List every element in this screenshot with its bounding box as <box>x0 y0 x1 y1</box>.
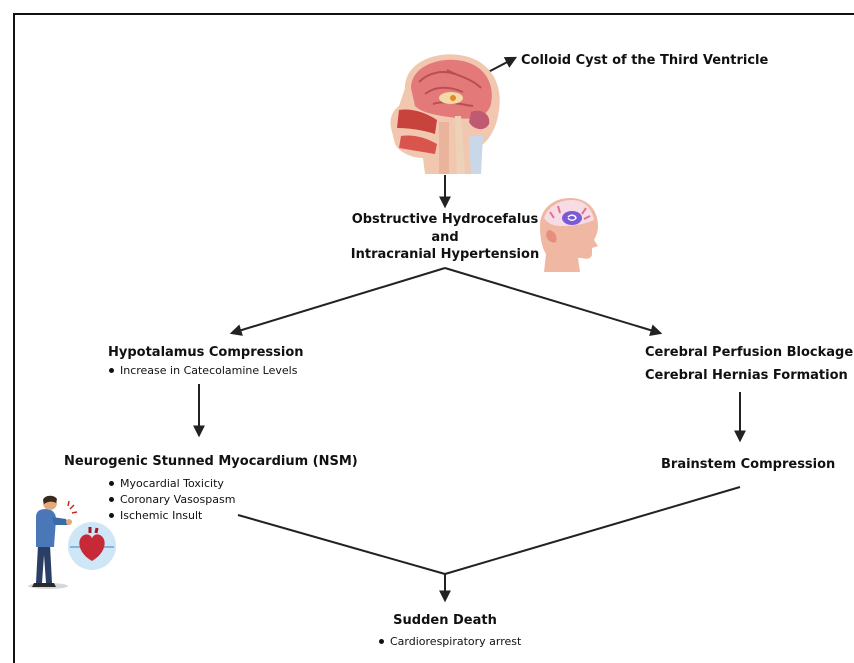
hypotalamus-bullet: Increase in Catecolamine Levels <box>108 363 297 379</box>
hydrocefalus-line1: Obstructive Hydrocefalus <box>351 212 539 227</box>
line-brainstem-to-death <box>444 486 741 575</box>
hypotalamus-title: Hypotalamus Compression <box>108 345 304 360</box>
sudden-death-bullet: Cardiorespiratory arrest <box>378 634 521 650</box>
colloid-cyst-label: Colloid Cyst of the Third Ventricle <box>521 53 769 68</box>
nsm-bullet: Ischemic Insult <box>108 508 235 524</box>
hypotalamus-bullets: Increase in Catecolamine Levels <box>108 363 297 379</box>
hydrocefalus-line3: Intracranial Hypertension <box>350 247 540 262</box>
nsm-title: Neurogenic Stunned Myocardium (NSM) <box>64 454 358 469</box>
nsm-bullet: Coronary Vasospasm <box>108 492 235 508</box>
sudden-death-bullets: Cardiorespiratory arrest <box>378 634 521 650</box>
person-chest-pain-illustration <box>28 495 116 589</box>
hydrocefalus-line2: and <box>431 230 459 245</box>
sudden-death-title: Sudden Death <box>393 613 497 628</box>
line-nsm-to-death <box>237 514 446 575</box>
nsm-bullet: Myocardial Toxicity <box>108 476 235 492</box>
cerebral-hernias-label: Cerebral Hernias Formation <box>645 368 848 383</box>
nsm-bullets: Myocardial Toxicity Coronary Vasospasm I… <box>108 476 235 524</box>
head-profile-illustration <box>540 198 598 272</box>
diagram-frame <box>13 13 854 663</box>
brain-sagittal-illustration <box>390 54 500 174</box>
arrow-to-cerebral-perfusion <box>444 267 663 336</box>
arrow-to-hypotalamus <box>229 267 446 336</box>
brainstem-title: Brainstem Compression <box>661 457 836 472</box>
cerebral-perfusion-label: Cerebral Perfusion Blockage <box>645 345 854 360</box>
